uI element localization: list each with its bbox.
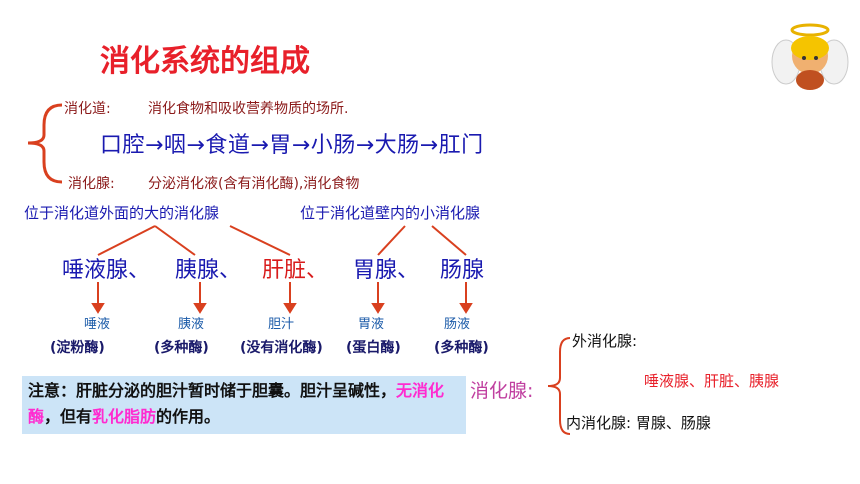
digestive-tract-label: 消化道: <box>64 101 111 117</box>
enzyme-pancreatic: (多种酶) <box>154 340 209 356</box>
note-highlight-emulsify: 乳化脂肪 <box>92 407 157 426</box>
note-highlight-no-enzyme: 无消化酶 <box>28 381 445 426</box>
gland-pancreas: 胰腺、 <box>175 258 242 283</box>
inner-gland-label: 内消化腺: 胃腺、肠腺 <box>566 414 711 432</box>
classification-label: 消化腺: <box>470 380 534 402</box>
digestive-gland-desc: 分泌消化液(含有消化酶),消化食物 <box>148 176 360 192</box>
line-outer-2 <box>154 225 196 256</box>
outer-gland-heading: 位于消化道外面的大的消化腺 <box>24 204 220 222</box>
gland-liver: 肝脏、 <box>262 258 329 283</box>
enzyme-intestinal: (多种酶) <box>434 340 489 356</box>
enzyme-saliva: (淀粉酶) <box>50 340 105 356</box>
enzyme-gastric: (蛋白酶) <box>346 340 401 356</box>
note-text-1: 注意：肝脏分泌的胆汁暂时储于胆囊。胆汁呈碱性， <box>28 381 397 400</box>
outer-gland-items: 唾液腺、肝脏、胰腺 <box>644 372 780 390</box>
digestive-tract-desc: 消化食物和吸收营养物质的场所. <box>148 101 349 117</box>
inner-gland-heading: 位于消化道壁内的小消化腺 <box>300 204 481 222</box>
juice-pancreatic: 胰液 <box>178 317 205 332</box>
outer-gland-label: 外消化腺: <box>572 332 638 350</box>
digestive-gland-label: 消化腺: <box>68 176 115 192</box>
brace-left <box>27 103 63 184</box>
brace-right <box>547 337 571 435</box>
juice-bile: 胆汁 <box>268 317 295 332</box>
enzyme-bile: (没有消化酶) <box>240 340 323 356</box>
note-box: 注意：肝脏分泌的胆汁暂时储于胆囊。胆汁呈碱性，无消化酶，但有乳化脂肪的作用。 <box>22 376 466 434</box>
gland-intestinal: 肠腺 <box>440 258 485 283</box>
gland-salivary: 唾液腺、 <box>62 258 151 283</box>
juice-intestinal: 肠液 <box>444 317 471 332</box>
note-text-2: ，但有 <box>44 407 93 426</box>
juice-gastric: 胃液 <box>358 317 385 332</box>
angel-mascot-icon <box>771 23 849 90</box>
gland-gastric: 胃腺、 <box>353 258 420 283</box>
line-inner-2 <box>431 225 467 256</box>
digestive-tract-flow: 口腔→咽→食道→胃→小肠→大肠→肛门 <box>100 133 484 158</box>
page-title: 消化系统的组成 <box>100 44 310 79</box>
line-outer-1 <box>97 225 156 256</box>
line-outer-3 <box>229 225 291 256</box>
line-inner-1 <box>377 225 406 256</box>
juice-saliva: 唾液 <box>84 317 111 332</box>
note-text-3: 的作用。 <box>156 407 221 426</box>
